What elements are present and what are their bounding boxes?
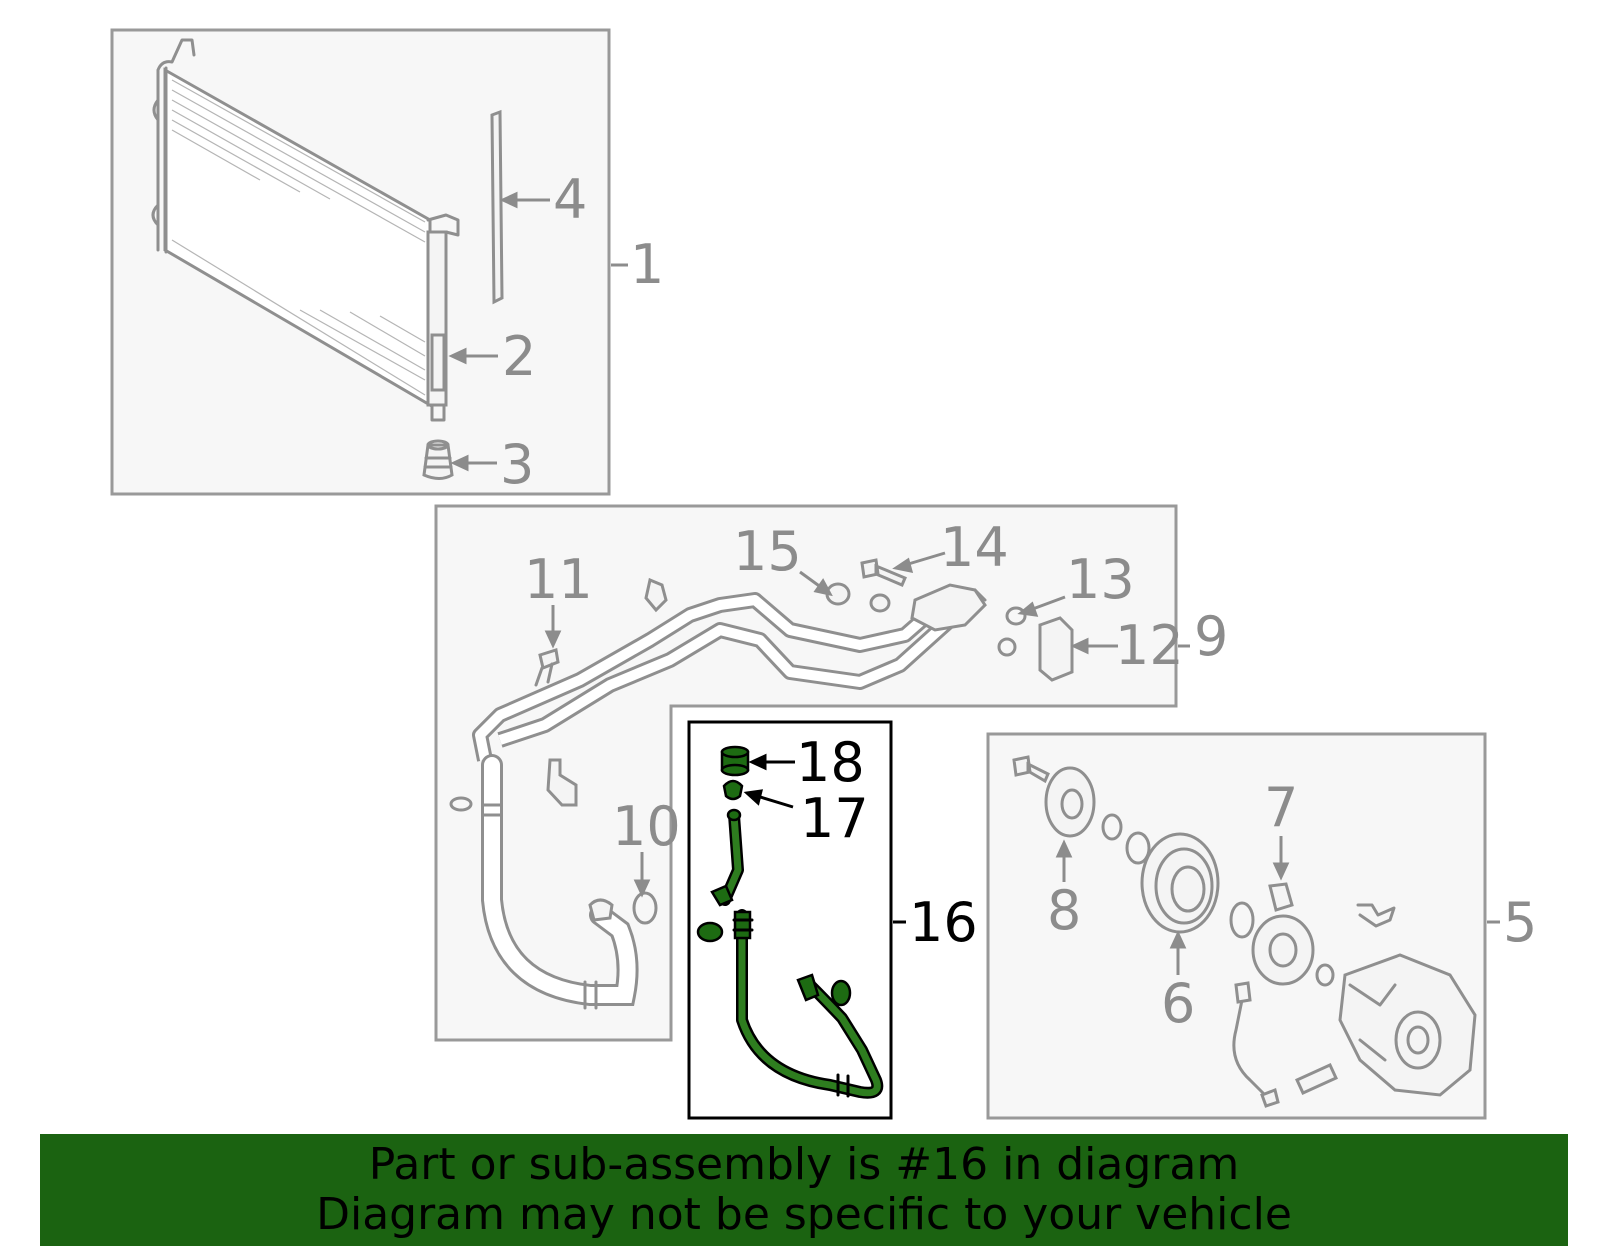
callout-8: 8 [1047,879,1081,942]
oring-right-16 [830,979,852,1007]
callout-11: 11 [524,548,593,611]
expansion-valve-12 [1038,616,1074,682]
condenser-leaders [448,191,628,472]
banner-line-1: Part or sub-assembly is #16 in diagram [368,1139,1240,1190]
callout-16: 16 [909,891,978,954]
callout-9: 9 [1194,605,1228,668]
mount-illustration [422,439,454,480]
callout-2: 2 [502,325,536,388]
bolt-14 [860,558,907,587]
valve-core-17 [722,779,744,801]
oring-left [449,796,473,812]
callout-4: 4 [553,168,587,231]
field-coil [1251,914,1315,986]
oring-10 [632,891,658,925]
ac-line-illustration [472,577,987,1010]
connector-7 [1268,882,1294,912]
seal-strip-illustration [490,109,504,305]
callout-14: 14 [940,516,1009,579]
callout-12: 12 [1115,614,1184,677]
info-banner: Part or sub-assembly is #16 in diagram D… [40,1134,1568,1246]
callout-17: 17 [800,787,869,850]
pulley-6 [1140,832,1220,934]
parts-diagram: 4 2 3 1 [110,28,1537,1120]
callout-10: 10 [612,795,681,858]
condenser-illustration [151,38,460,422]
line-assembly-group: 11 10 15 14 13 12 9 [434,504,1228,1042]
hose-16 [710,808,884,1099]
callout-3: 3 [500,433,534,496]
callout-13: 13 [1066,548,1135,611]
callout-1: 1 [630,233,664,296]
pressure-plate-8 [1044,766,1096,838]
compressor-group: 8 6 7 5 [986,732,1537,1120]
line-assembly-leaders [544,551,1190,898]
callout-15: 15 [733,520,802,583]
callout-6: 6 [1161,972,1195,1035]
highlighted-hose-group: 18 17 16 [687,720,978,1120]
condenser-group: 4 2 3 1 [110,28,664,496]
compressor-leaders [1055,836,1500,975]
oring-13 [1005,606,1027,626]
banner-line-2: Diagram may not be specific to your vehi… [316,1189,1292,1240]
oring-left-16 [696,921,724,943]
callout-18: 18 [796,731,865,794]
compressor-body [1338,953,1477,1097]
line-assembly-panel [434,504,1178,1042]
callout-5: 5 [1503,891,1537,954]
callout-7: 7 [1264,776,1298,839]
pressure-switch-illustration [534,648,560,687]
cap-18 [720,745,750,777]
highlighted-leaders [743,753,906,924]
